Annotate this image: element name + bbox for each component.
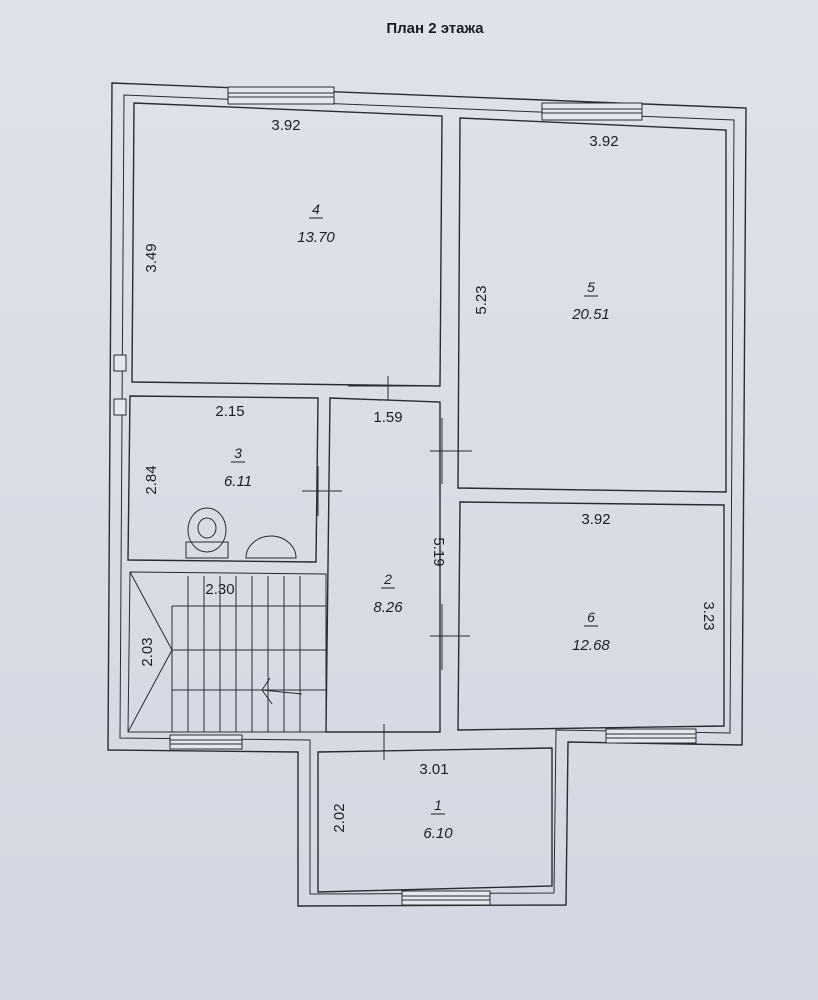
room-2-number: 2 [383,571,392,587]
staircase: 2.30 2.03 [127,571,327,733]
room-2-width-label: 1.59 [373,409,402,426]
plan-title: План 2 этажа [386,20,484,37]
room-5: 3.92 5.23 5 20.51 [457,117,727,493]
room-6-width-label: 3.92 [581,511,610,528]
room-4-height-label: 3.49 [143,243,160,272]
room-5-height-label: 5.23 [473,285,490,314]
vent-left-upper [113,354,127,372]
room-3-number: 3 [234,445,242,461]
window-bottom-room-1 [401,890,491,906]
outer-walls [107,82,747,907]
room-2-area: 8.26 [373,599,403,616]
room-5-number: 5 [587,279,595,295]
windows [113,86,697,906]
room-6: 3.92 3.23 6 12.68 [457,501,725,731]
room-4-number: 4 [312,201,320,217]
room-1-number: 1 [434,797,442,813]
room-1-area: 6.10 [423,825,453,842]
room-1-height-label: 2.02 [331,803,348,832]
room-3-area: 6.11 [224,473,252,490]
room-6-height-label: 3.23 [700,601,717,630]
vent-left-lower [113,398,127,416]
room-4-area: 13.70 [297,229,335,246]
room-1-width-label: 3.01 [419,761,448,778]
window-bottom-right [605,728,697,744]
room-3-height-label: 2.84 [143,465,160,494]
room-6-area: 12.68 [572,637,610,654]
window-bottom-left [169,734,243,750]
room-3-width-label: 2.15 [215,403,244,420]
room-5-width-label: 3.92 [589,133,618,150]
room-5-area: 20.51 [571,306,610,323]
stair-treads [187,576,301,732]
sink-icon [245,535,297,559]
window-top-right [541,102,643,121]
room-3: 2.15 2.84 3 6.11 [127,395,342,563]
stairs-width-label: 2.30 [205,581,234,598]
stairs-height-label: 2.03 [139,637,156,666]
toilet-icon [185,507,229,559]
room-4-width-label: 3.92 [271,117,300,134]
room-6-number: 6 [587,609,595,625]
window-top-left [227,86,335,105]
room-2-height-label: 5.19 [430,537,447,566]
room-1: 3.01 2.02 1 6.10 [317,747,553,893]
room-2: 1.59 5.19 2 8.26 [325,376,472,760]
stair-direction-arrow-icon [261,677,303,705]
room-4: 3.92 3.49 4 13.70 [131,102,443,387]
